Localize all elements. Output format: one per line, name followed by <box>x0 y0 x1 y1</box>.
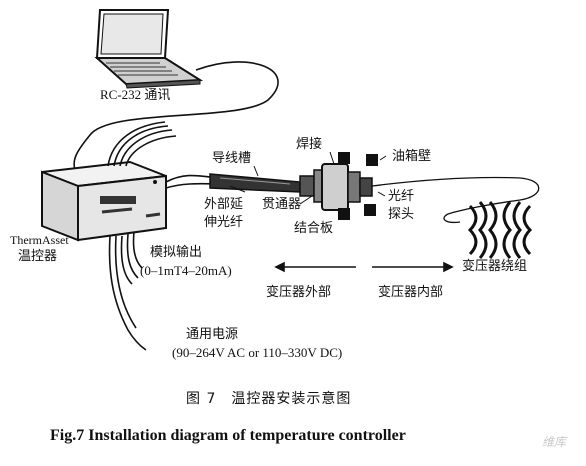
controller-label: 温控器 <box>18 249 58 264</box>
laptop-icon <box>94 9 204 89</box>
leader-lines <box>229 151 387 219</box>
weld-label: 焊接 <box>296 137 323 152</box>
tank-wall-label: 油箱壁 <box>392 149 432 164</box>
probe-label-1: 光纤 <box>388 189 415 204</box>
wire-duct-label: 导线槽 <box>212 151 252 166</box>
analog-output-label: 模拟输出 <box>150 245 203 260</box>
fiber-probe <box>371 176 540 224</box>
rs232-label: RC-232 通讯 <box>100 87 171 102</box>
analog-range-label: (0–1mT4–20mA) <box>140 263 232 278</box>
inside-label: 变压器内部 <box>378 285 444 300</box>
winding-icon <box>467 201 533 259</box>
power-label: 通用电源 <box>186 327 239 342</box>
probe-label-2: 探头 <box>388 207 415 222</box>
rs232-cable <box>73 61 279 171</box>
outer-ext-label-2: 伸光纤 <box>204 215 244 230</box>
caption-cn: 图 7 温控器安装示意图 <box>186 391 352 407</box>
brand-label: ThermAsset <box>10 233 69 247</box>
outside-label: 变压器外部 <box>266 285 332 300</box>
winding-label: 变压器绕组 <box>462 259 528 274</box>
region-arrows <box>274 261 454 273</box>
controller-box <box>41 160 167 242</box>
power-range-label: (90–264V AC or 110–330V DC) <box>172 345 343 360</box>
wire-duct <box>209 173 301 193</box>
caption-en: Fig.7 Installation diagram of temperatur… <box>50 427 406 444</box>
feedthrough-flange <box>299 152 378 220</box>
cable-bundle-top <box>107 121 177 167</box>
watermark-text: 维库 <box>542 435 567 449</box>
bonding-plate-label: 结合板 <box>294 221 334 236</box>
feedthrough-label: 贯通器 <box>262 197 302 212</box>
outer-ext-label-1: 外部延 <box>204 197 244 212</box>
output-cables <box>108 231 147 351</box>
